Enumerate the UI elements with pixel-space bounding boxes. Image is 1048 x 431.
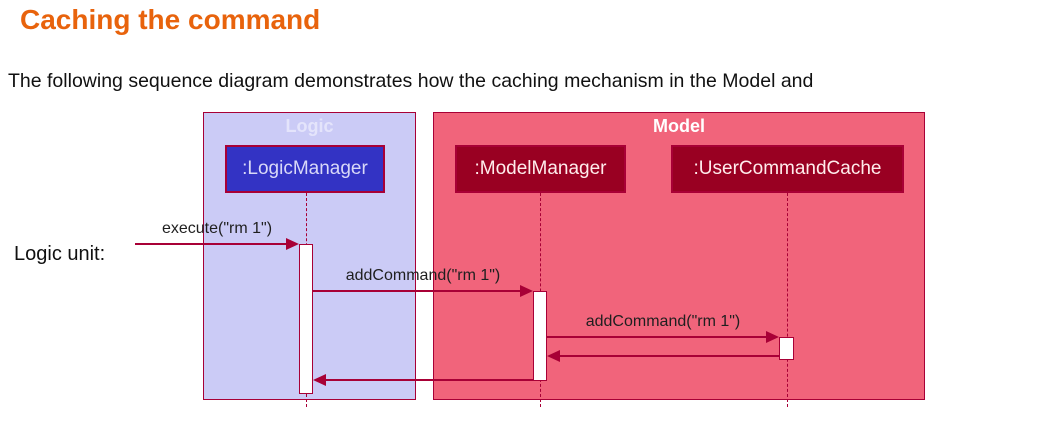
arrowhead-right-icon (520, 285, 533, 297)
activation-bar-usercommandcache (779, 337, 794, 360)
arrowhead-left-icon (313, 374, 326, 386)
message-line-execute (135, 243, 287, 245)
arrowhead-right-icon (286, 238, 299, 250)
message-line-return-to-modelmanager (560, 355, 779, 357)
logic-frame-title: Logic (285, 116, 334, 136)
model-frame-title: Model (653, 116, 705, 136)
message-label-addcommand-2: addCommand("rm 1") (585, 313, 741, 330)
participant-logicmanager: :LogicManager (225, 145, 385, 193)
participant-usercommandcache: :UserCommandCache (671, 145, 904, 193)
message-label-execute: execute("rm 1") (161, 220, 273, 237)
page-title: Caching the command (20, 4, 321, 35)
activation-bar-modelmanager (533, 291, 547, 381)
message-line-return-to-logicmanager (326, 379, 533, 381)
message-line-addcommand-2 (547, 336, 766, 338)
participant-modelmanager: :ModelManager (455, 145, 626, 193)
arrowhead-left-icon (547, 350, 560, 362)
lifeline-usercommandcache (787, 193, 788, 407)
message-label-addcommand-1: addCommand("rm 1") (345, 267, 501, 284)
intro-paragraph: The following sequence diagram demonstra… (8, 70, 814, 92)
message-line-addcommand-1 (313, 290, 520, 292)
arrowhead-right-icon (766, 331, 779, 343)
logic-unit-label: Logic unit: (14, 243, 106, 265)
activation-bar-logicmanager (299, 244, 313, 394)
